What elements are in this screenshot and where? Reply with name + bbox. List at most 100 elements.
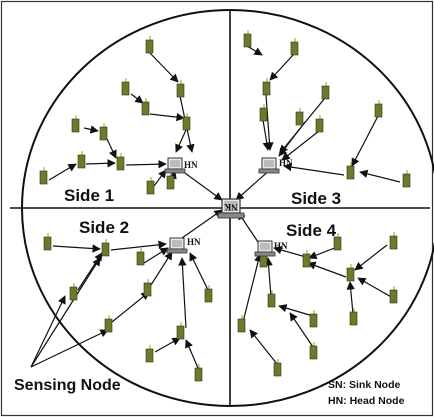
sensor-node-16 xyxy=(321,82,330,100)
edge-arrow-23 xyxy=(52,244,101,253)
edge-arrow-4 xyxy=(149,112,185,122)
edge-arrow-24 xyxy=(110,240,167,251)
edge-arrow-26 xyxy=(111,291,150,323)
edge-arrow-44 xyxy=(289,312,314,348)
edge-arrow-40 xyxy=(346,281,355,315)
side-2-label: Side 2 xyxy=(79,218,129,237)
sensor-node-42 xyxy=(237,315,246,333)
sensor-node-17 xyxy=(259,104,268,122)
sensor-node-2 xyxy=(176,80,185,98)
edge-arrow-36 xyxy=(354,244,388,271)
sensor-node-15 xyxy=(262,78,271,96)
edge-arrow-32 xyxy=(143,247,169,264)
side-3-label: Side 3 xyxy=(291,189,341,208)
sensor-node-1 xyxy=(145,36,154,54)
edge-arrow-25 xyxy=(77,252,103,291)
edge-arrow-49 xyxy=(30,257,101,368)
edge-arrow-51 xyxy=(30,329,109,368)
sensor-node-31 xyxy=(194,364,203,382)
sensor-node-36 xyxy=(389,232,398,250)
sensor-node-24 xyxy=(101,239,110,257)
head-node-side3 xyxy=(258,157,280,174)
edge-arrow-41 xyxy=(357,277,394,299)
sensing-node-label: Sensing Node xyxy=(14,377,121,394)
head-node-side4 xyxy=(254,240,276,257)
sensor-node-26 xyxy=(104,315,113,333)
edge-arrow-6 xyxy=(106,138,117,159)
sensor-node-37 xyxy=(346,264,355,282)
edge-arrow-30 xyxy=(154,337,181,353)
sensor-node-41 xyxy=(389,286,398,304)
edge-arrow-39 xyxy=(278,304,314,317)
sensor-node-43 xyxy=(273,359,282,377)
edge-arrow-5 xyxy=(83,125,99,134)
sensor-node-34 xyxy=(302,250,311,268)
edge-arrow-21 xyxy=(283,162,345,176)
sensor-node-23 xyxy=(43,233,52,251)
sensor-node-22 xyxy=(402,170,411,188)
sensor-node-19 xyxy=(315,115,324,133)
nk-label: NK xyxy=(224,202,238,212)
edge-arrow-35 xyxy=(308,246,338,260)
edge-arrow-3 xyxy=(130,93,144,104)
hn-label-side4: HN xyxy=(274,241,288,251)
edge-arrow-38 xyxy=(264,257,273,298)
edge-arrow-15 xyxy=(265,94,274,151)
sensor-node-32 xyxy=(136,248,145,266)
sensor-node-5 xyxy=(71,115,80,133)
edge-arrow-29 xyxy=(178,257,187,329)
hn-label-side1: HN xyxy=(184,160,198,170)
edge-arrow-28 xyxy=(189,252,209,291)
edge-arrow-34 xyxy=(273,246,307,258)
sensor-node-39 xyxy=(309,310,318,328)
legend-head-node: HN: Head Node xyxy=(328,395,405,407)
sensor-node-11 xyxy=(146,177,155,195)
sensor-node-35 xyxy=(333,233,342,251)
edge-arrow-50 xyxy=(30,295,66,368)
sensor-node-8 xyxy=(39,167,48,185)
edge-arrow-19 xyxy=(281,130,320,161)
edge-arrow-37 xyxy=(307,261,347,278)
edge-arrow-17 xyxy=(262,119,271,151)
edge-arrow-13 xyxy=(246,45,263,56)
sensor-node-18 xyxy=(295,108,304,126)
edge-arrow-11 xyxy=(153,169,167,187)
edge-arrow-43 xyxy=(249,329,278,365)
edge-arrow-18 xyxy=(278,121,306,157)
sensor-node-7 xyxy=(182,113,191,131)
sensor-node-12 xyxy=(166,172,175,190)
head-node-side1 xyxy=(164,157,186,174)
edge-arrow-14 xyxy=(269,53,295,81)
edge-arrow-42 xyxy=(240,253,263,331)
hn-label-side3: HN xyxy=(279,158,293,168)
sensor-node-6 xyxy=(99,123,108,141)
edge-arrow-1 xyxy=(148,51,179,83)
sensor-node-28 xyxy=(204,285,213,303)
sensor-node-29 xyxy=(176,322,185,340)
sensor-node-38 xyxy=(267,290,276,308)
sensor-node-10 xyxy=(116,153,125,171)
side-1-label: Side 1 xyxy=(64,186,114,205)
edge-arrow-27 xyxy=(150,251,173,286)
edges-layer xyxy=(30,45,401,369)
edge-arrow-8 xyxy=(48,163,77,181)
sensor-node-30 xyxy=(145,345,154,363)
sensor-node-44 xyxy=(309,342,318,360)
hn-label-side2: HN xyxy=(187,237,201,247)
sensor-node-27 xyxy=(143,279,152,297)
sensor-node-4 xyxy=(141,98,150,116)
edge-arrow-7 xyxy=(175,129,187,153)
sensor-node-3 xyxy=(121,78,130,96)
nodes-layer xyxy=(39,30,411,382)
sensor-node-25 xyxy=(69,283,78,301)
edge-arrow-31 xyxy=(185,339,199,369)
sensor-node-21 xyxy=(346,162,355,180)
edge-arrow-10 xyxy=(125,159,167,169)
edge-arrow-20 xyxy=(351,115,379,167)
head-node-side2 xyxy=(166,237,188,254)
sensor-node-20 xyxy=(374,100,383,118)
legend-sink-node: SN: Sink Node xyxy=(328,379,401,391)
sink-node xyxy=(217,198,245,219)
